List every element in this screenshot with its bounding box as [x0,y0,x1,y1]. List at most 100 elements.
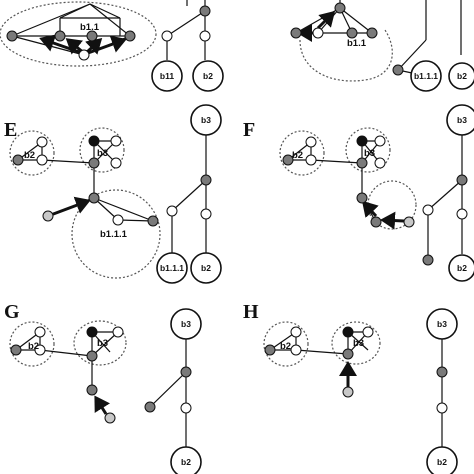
tree-root-b3 [446,104,474,136]
node [392,64,404,76]
cluster-b2 [279,130,325,176]
node [12,154,24,166]
cluster-b2 [263,321,309,367]
node [366,27,378,39]
label-b3-g: b3 [97,338,108,349]
tree-leaf-b2 [170,446,202,474]
panel-label-e: E [4,119,17,141]
node [88,157,100,169]
cluster-b2 [9,321,55,367]
tree-root-b3 [190,104,222,136]
label-b2-g-tree: b2 [181,457,191,467]
tree-root-b3 [170,308,202,340]
cluster-b3 [345,127,391,173]
node [180,402,192,414]
tree-root-b2 [192,60,224,92]
node [6,30,18,42]
cluster-b3 [331,321,381,365]
panel-e-tree [171,134,207,254]
panel-g-tree-nodes [144,308,202,474]
panel-g-tree [149,338,187,448]
label-b3-g-tree: b3 [181,319,191,329]
node [403,216,415,228]
node [264,344,276,356]
panel-f-arrows [361,200,405,230]
node [36,136,48,148]
label-b2-h-tree: b2 [437,457,447,467]
node [356,157,368,169]
tree-root-b11 [151,60,183,92]
node [456,174,468,186]
panel-d-tree-nodes [392,60,474,92]
node [362,326,374,338]
tree-root-b111 [410,60,442,92]
node [78,49,90,61]
panel-c-nodes [6,30,136,61]
label-b2-f-tree: b2 [457,263,467,273]
node [144,401,156,413]
panel-g-nodes [10,326,124,424]
node [166,205,178,217]
cluster-ellipse-b11 [0,1,157,67]
cluster-ellipse-b111 [299,29,393,82]
panel-label-g: G [4,301,20,323]
node [334,2,346,14]
node [346,27,358,39]
node [180,366,192,378]
tree-leaf-b2 [426,446,458,474]
node [305,136,317,148]
panel-f-graph [279,127,417,230]
node [290,344,302,356]
panel-d-nodes [290,2,378,39]
node [282,154,294,166]
label-b11: b11 [160,71,174,81]
node [290,27,302,39]
node [104,412,116,424]
node [86,30,98,42]
tree-root-b2 [448,62,474,90]
node [86,326,98,338]
label-b3-h: b3 [353,338,364,349]
node [342,326,354,338]
cluster-b3 [73,320,127,366]
label-b2-d: b2 [457,71,467,81]
node [199,30,211,42]
cluster-b3 [79,127,125,173]
node [436,402,448,414]
node [124,30,136,42]
node [456,208,468,220]
node [112,326,124,338]
node [112,214,124,226]
node [342,348,354,360]
node [374,157,386,169]
panel-label-f: F [243,119,255,141]
label-b3-f: b3 [364,148,375,159]
label-b2-c: b2 [203,71,213,81]
label-b3-f-tree: b3 [457,115,467,125]
node [88,135,100,147]
panel-g-arrow [94,395,110,415]
label-b111-e: b1.1.1 [100,229,128,240]
panel-e-arrow [47,196,91,218]
panel-c-tree-nodes [151,5,224,92]
label-b2-e: b2 [24,150,35,161]
node [312,27,324,39]
label-b3-e: b3 [97,148,108,159]
tree-leaf-b2 [448,254,474,282]
node [34,344,46,356]
label-b111-d: b1.1.1 [414,71,438,81]
node [342,386,354,398]
node [34,326,46,338]
panel-label-h: H [243,301,259,323]
panel-f-nodes [282,135,415,228]
node [161,30,173,42]
node [110,157,122,169]
label-b3-e-tree: b3 [201,115,211,125]
panel-f-tree [427,134,463,260]
label-b2-e-tree: b2 [201,263,211,273]
panel-g-graph [9,320,127,390]
node [200,208,212,220]
tree-root-b3 [426,308,458,340]
node [356,135,368,147]
